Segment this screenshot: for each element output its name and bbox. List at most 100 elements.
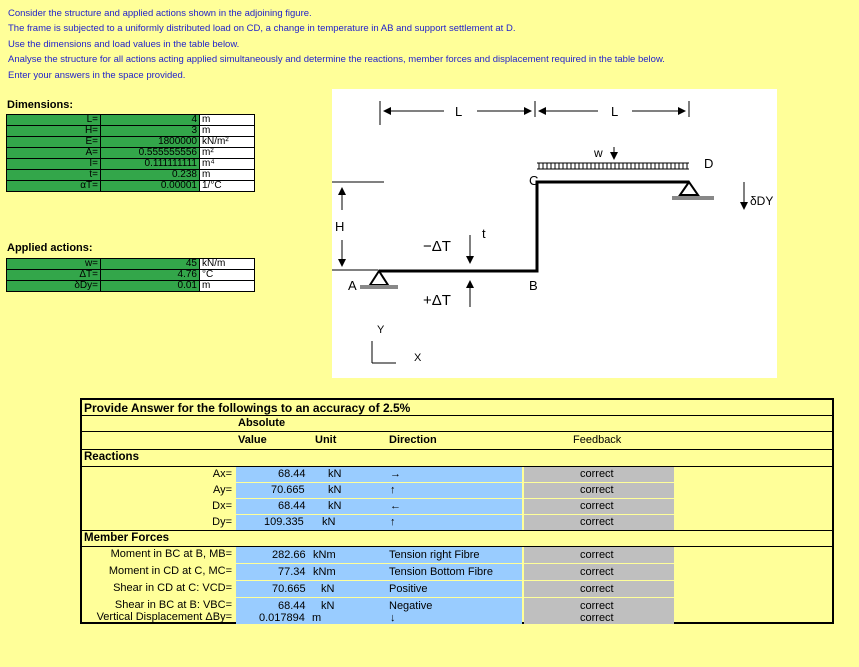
answer-input-area[interactable] (236, 515, 522, 530)
answer-direction[interactable]: → (390, 468, 401, 480)
member-heading: Member Forces (84, 532, 170, 544)
col-value-header: Value (238, 434, 267, 446)
answer-direction[interactable]: ← (390, 500, 401, 512)
answer-value[interactable]: 70.665 (272, 583, 306, 595)
answer-input-area[interactable] (236, 564, 522, 580)
label-L2: L (611, 104, 618, 119)
col-unit-header: Unit (315, 434, 337, 446)
label-X: X (414, 352, 422, 364)
dim-label: A= (6, 147, 101, 159)
answer-value[interactable]: 70.665 (271, 484, 305, 496)
label-D: D (704, 156, 713, 171)
answer-direction[interactable]: ↓ (390, 612, 396, 624)
label-B: B (529, 278, 538, 293)
dim-value[interactable]: 1800000 (100, 136, 200, 148)
feedback-text: correct (580, 600, 614, 612)
answer-direction[interactable]: Negative (389, 600, 433, 612)
answer-input-area[interactable] (236, 581, 522, 597)
answer-value[interactable]: 68.44 (278, 600, 306, 612)
answer-unit: kNm (313, 566, 336, 578)
feedback-text: correct (580, 612, 614, 624)
answer-input-area[interactable] (236, 483, 522, 498)
dim-value[interactable]: 0.238 (100, 169, 200, 181)
answer-direction[interactable]: ↑ (390, 484, 396, 496)
answer-input-area[interactable] (236, 547, 522, 563)
answer-value[interactable]: 68.44 (278, 500, 306, 512)
answer-direction[interactable]: Tension right Fibre (389, 549, 480, 561)
dim-value[interactable]: 0.555555556 (100, 147, 200, 159)
answer-input-area[interactable] (236, 614, 522, 624)
answer-row: Ax= 68.44 kN → correct (82, 467, 832, 482)
dim-value[interactable]: 0.111111111 (100, 158, 200, 170)
intro-text: Consider the structure and applied actio… (8, 6, 665, 83)
feedback-text: correct (580, 583, 614, 595)
answer-input-area[interactable] (236, 598, 522, 614)
answer-row: Dy= 109.335 kN ↑ correct (82, 515, 832, 531)
answer-row: Moment in CD at C, MC= 77.34 kNm Tension… (82, 564, 832, 580)
reactions-heading: Reactions (84, 451, 139, 463)
answer-value[interactable]: 68.44 (278, 468, 306, 480)
feedback-text: correct (580, 468, 614, 480)
answer-label: Ay= (212, 484, 232, 496)
answer-unit: kN (328, 484, 342, 496)
action-value[interactable]: 0.01 (100, 280, 200, 292)
dim-unit: m (199, 125, 255, 137)
feedback-text: correct (580, 500, 614, 512)
action-unit: kN/m (199, 258, 255, 270)
dim-label: t= (6, 169, 101, 181)
absolute-row: Absolute (82, 416, 832, 432)
dim-unit: m (199, 169, 255, 181)
dim-value[interactable]: 0.00001 (100, 180, 200, 192)
action-label: δDy= (6, 280, 101, 292)
feedback-cell (524, 467, 674, 482)
dim-label: I= (6, 158, 101, 170)
dim-label: L= (6, 114, 101, 126)
frame-diagram: L L H w D C B A δDY −ΔT +ΔT t Y X (332, 101, 773, 364)
answer-value[interactable]: 109.335 (264, 516, 304, 528)
reactions-heading-row: Reactions (82, 450, 832, 467)
feedback-cell (524, 483, 674, 498)
dim-label: H= (6, 125, 101, 137)
action-value[interactable]: 45 (100, 258, 200, 270)
dimensions-heading: Dimensions: (7, 99, 74, 111)
answer-unit: kNm (313, 549, 336, 561)
answer-direction[interactable]: ↑ (390, 516, 396, 528)
column-header-row: Value Unit Direction Feedback (82, 432, 832, 450)
action-label: ΔT= (6, 269, 101, 281)
dim-unit: 1/°C (199, 180, 255, 192)
answer-unit: kN (328, 500, 342, 512)
answer-row: Shear in BC at B: VBC= 68.44 kN Negative… (82, 598, 832, 614)
label-t: t (482, 226, 486, 241)
answer-input-area[interactable] (236, 467, 522, 482)
label-plusDT: +ΔT (423, 292, 451, 309)
label-H: H (335, 219, 344, 234)
answer-value[interactable]: 77.34 (278, 566, 306, 578)
answer-value[interactable]: 282.66 (272, 549, 306, 561)
label-C: C (529, 173, 538, 188)
intro-line: Enter your answers in the space provided… (8, 69, 186, 81)
feedback-text: correct (580, 549, 614, 561)
label-L1: L (455, 104, 462, 119)
actions-heading: Applied actions: (7, 242, 93, 254)
answer-input-area[interactable] (236, 499, 522, 514)
answer-unit: m (312, 612, 322, 624)
answer-row: Ay= 70.665 kN ↑ correct (82, 483, 832, 498)
dim-unit: kN/m² (199, 136, 255, 148)
answer-row: Dx= 68.44 kN ← correct (82, 499, 832, 514)
answer-value[interactable]: 0.017894 (259, 612, 305, 624)
dim-value[interactable]: 3 (100, 125, 200, 137)
action-value[interactable]: 4.76 (100, 269, 200, 281)
feedback-text: correct (580, 566, 614, 578)
answer-title: Provide Answer for the followings to an … (84, 401, 411, 415)
dim-value[interactable]: 4 (100, 114, 200, 126)
action-row: ΔT=4.76°C (6, 269, 255, 281)
answer-direction[interactable]: Positive (389, 583, 428, 595)
answer-direction[interactable]: Tension Bottom Fibre (389, 566, 493, 578)
feedback-cell (524, 581, 674, 597)
